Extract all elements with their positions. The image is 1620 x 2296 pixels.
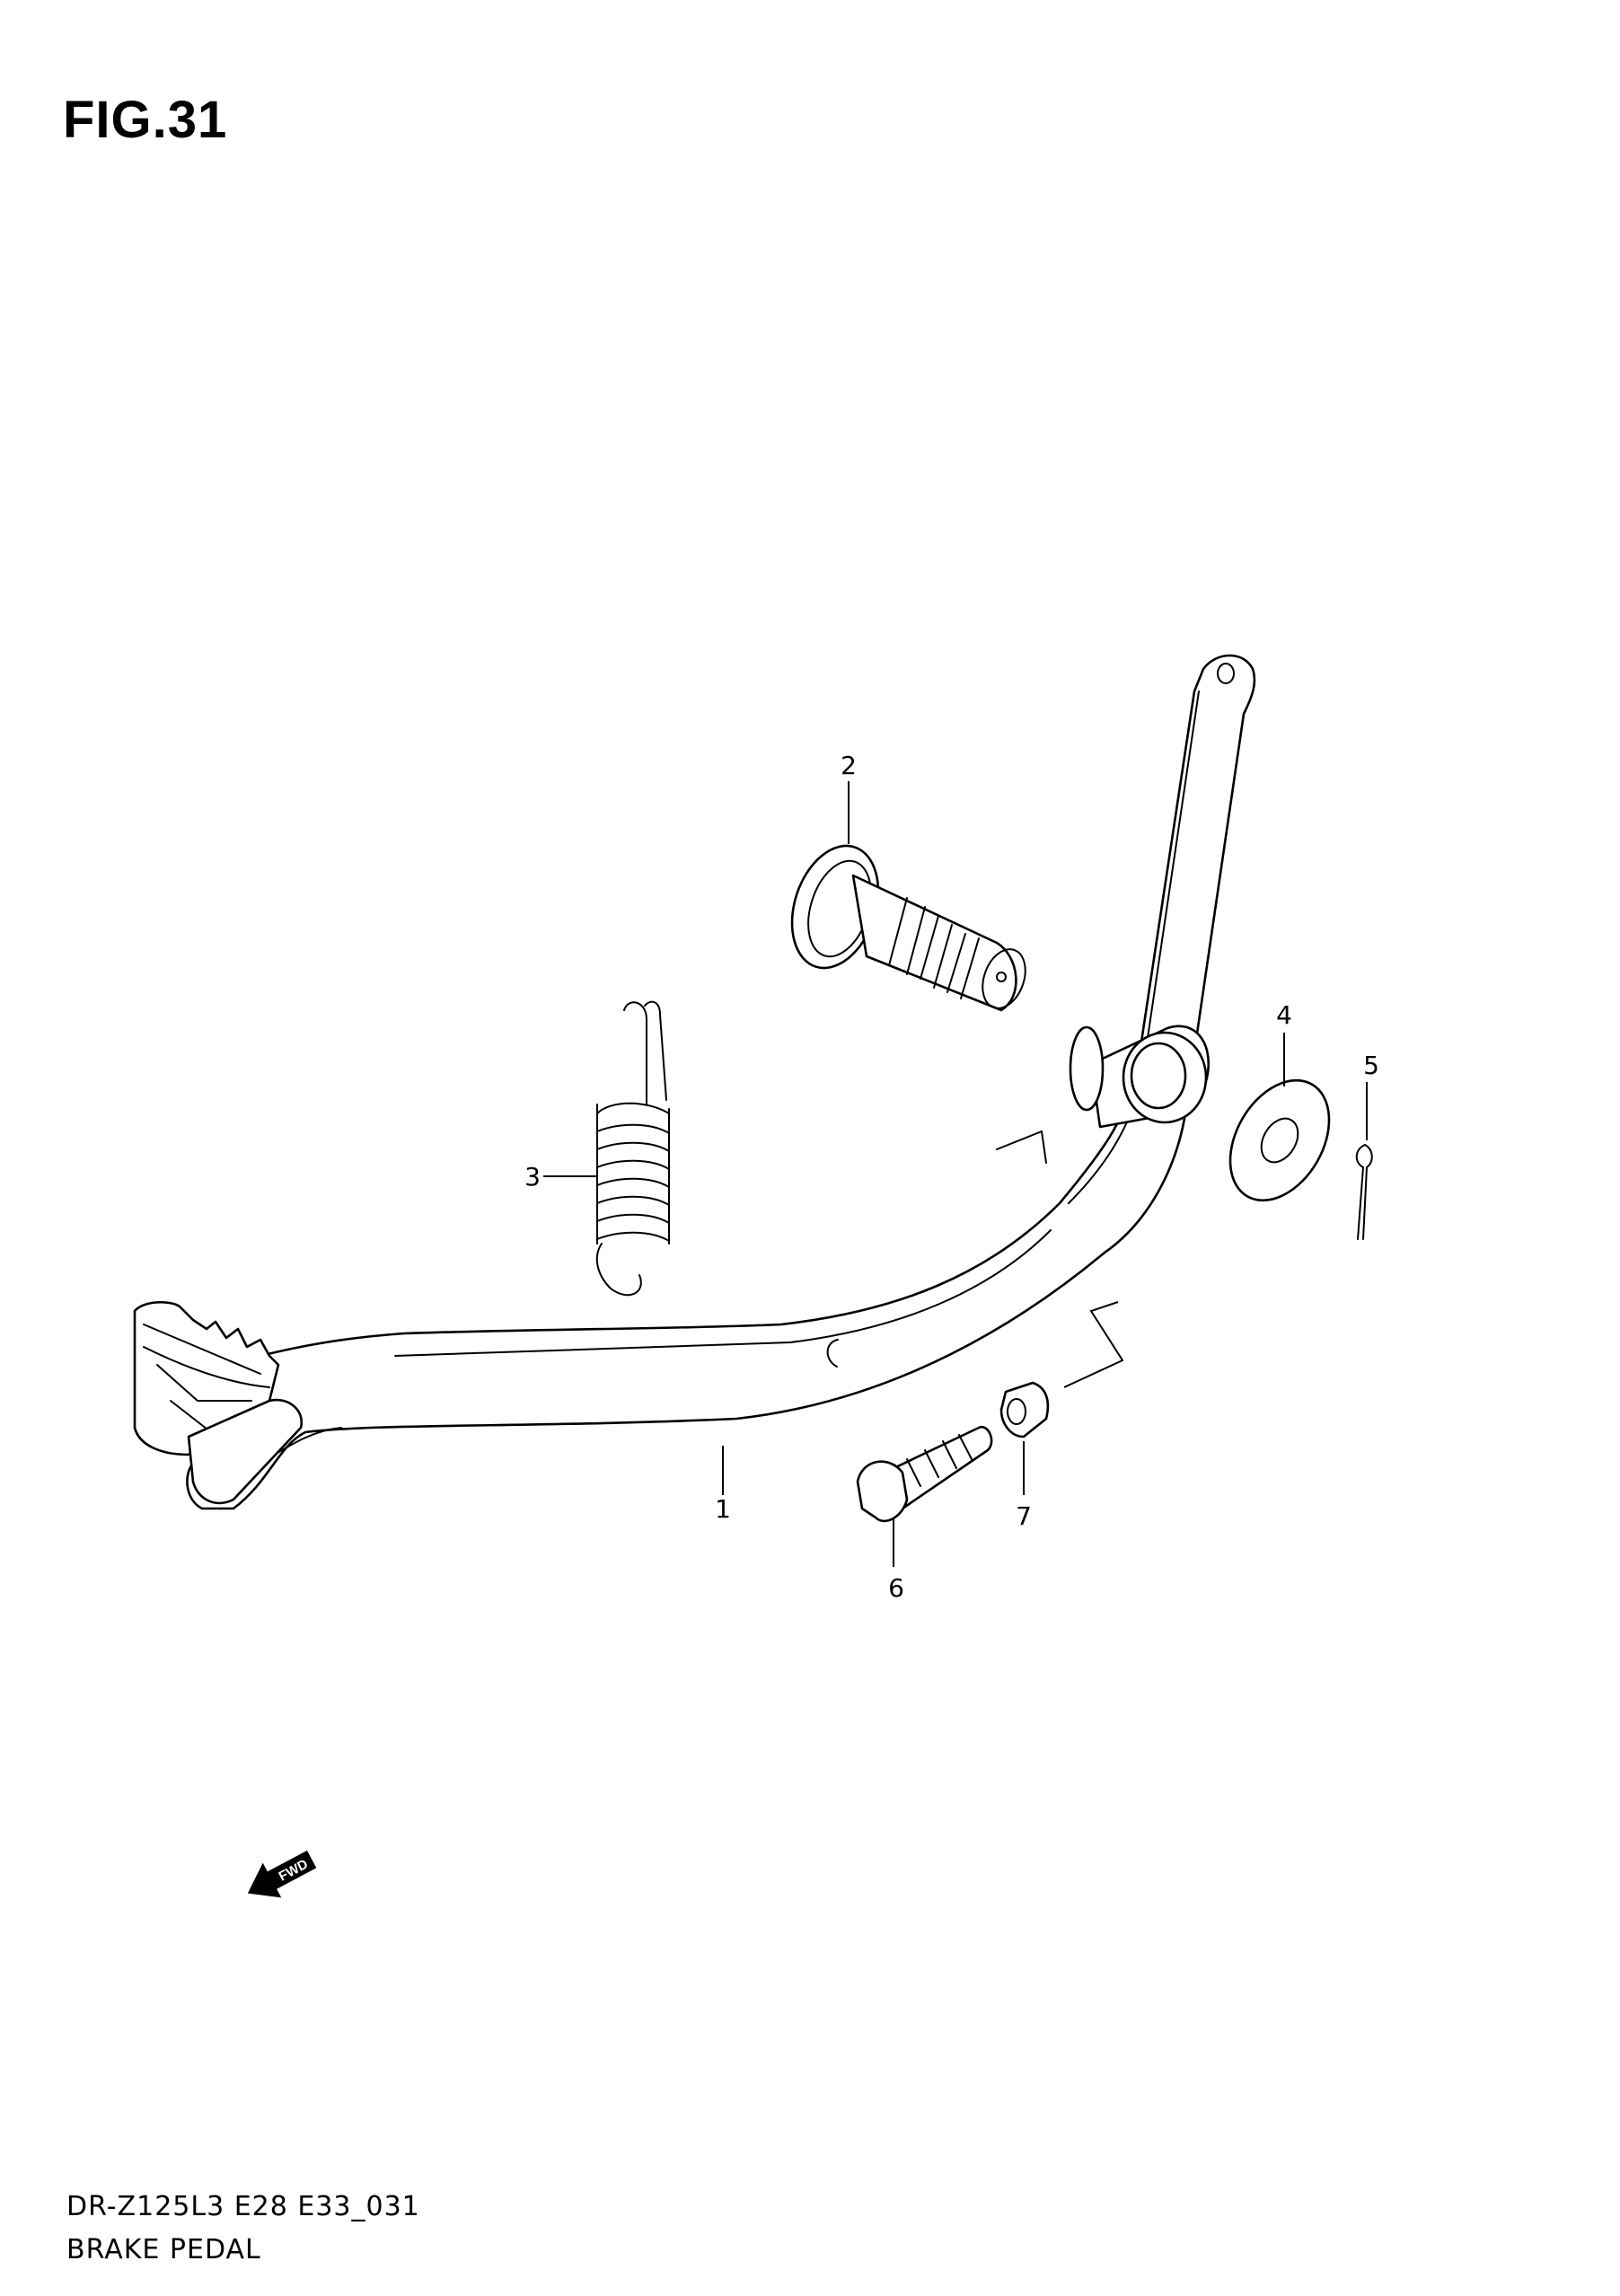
washer [1228, 1078, 1331, 1202]
return-spring [595, 1000, 670, 1297]
callout-numbers: 1 2 3 4 5 6 7 [524, 751, 1379, 1603]
forward-arrow-icon: FWD [247, 1850, 317, 1898]
callout-5: 5 [1363, 1051, 1379, 1080]
cotter-pin [1355, 1144, 1373, 1240]
leader-lines [543, 781, 1368, 1567]
callout-1: 1 [715, 1494, 731, 1524]
callout-6: 6 [888, 1573, 904, 1603]
callout-4: 4 [1276, 1000, 1292, 1030]
nut [999, 1381, 1050, 1438]
footer-model-code: DR-Z125L3 E28 E33_031 [66, 2191, 420, 2222]
callout-7: 7 [1016, 1501, 1032, 1531]
figure-title: FIG.31 [63, 91, 228, 149]
pivot-bolt [790, 844, 1026, 1012]
stop-bolt [856, 1425, 993, 1523]
callout-2: 2 [841, 751, 857, 780]
footer-part-name: BRAKE PEDAL [66, 2234, 261, 2265]
callout-3: 3 [524, 1162, 541, 1192]
brake-pedal-arm [133, 654, 1256, 1510]
